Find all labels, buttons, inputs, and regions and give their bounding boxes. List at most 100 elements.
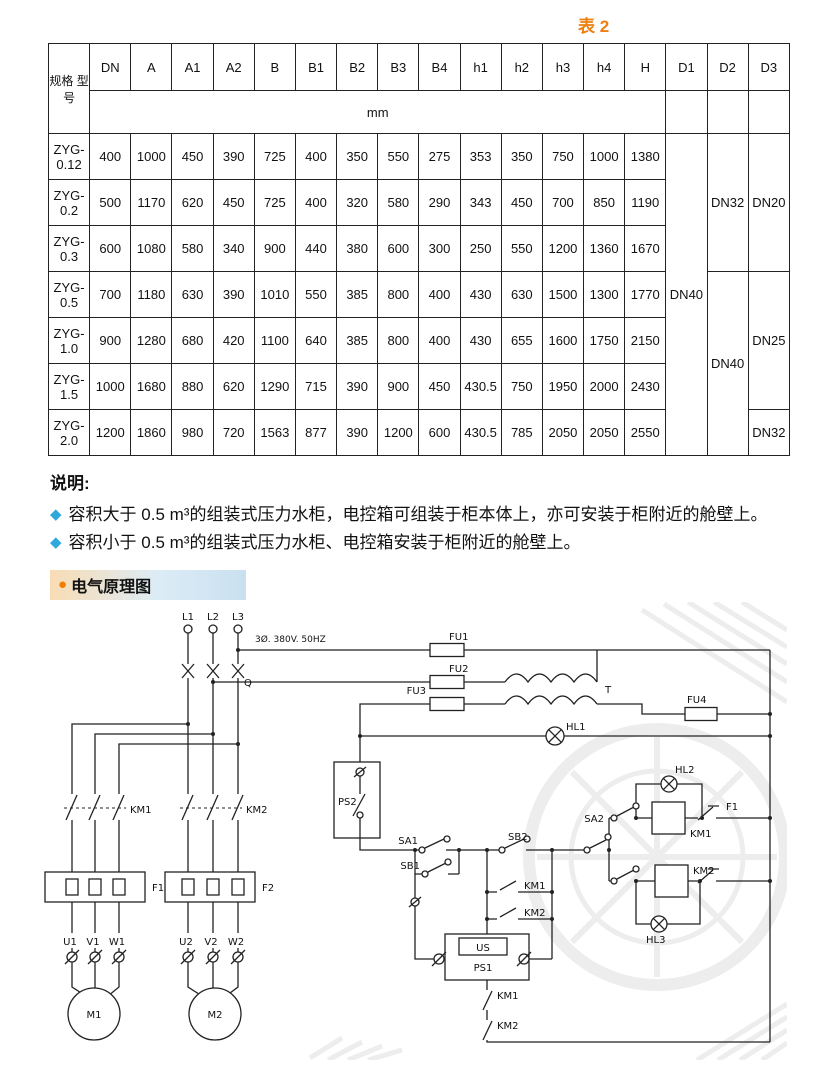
table-cell: 250 — [459, 225, 502, 272]
d3-merged-cell: DN25 — [747, 271, 791, 410]
diamond-bullet-icon: ◆ — [50, 505, 62, 523]
table-cell: 700 — [89, 271, 132, 318]
table-cell: 430 — [459, 271, 502, 318]
fuse-fu2-box — [429, 674, 465, 690]
table-cell: 980 — [171, 409, 214, 456]
label-l2: L2 — [207, 612, 219, 623]
table-cell: 550 — [377, 133, 420, 180]
table-cell: 640 — [294, 317, 338, 364]
fuse-fu3-box — [429, 696, 465, 712]
table-cell: 1000 — [130, 133, 173, 180]
label-f1: F1 — [152, 883, 164, 894]
us-box — [458, 937, 508, 956]
table-cell: 300 — [418, 225, 461, 272]
table-cell: 877 — [294, 409, 338, 456]
table-cell: 850 — [583, 179, 626, 226]
row-header-label: 规格 型号 — [47, 43, 91, 134]
table-cell: 1190 — [624, 179, 667, 226]
table-cell: 580 — [171, 225, 214, 272]
notes-section: 说明: ◆ 容积大于 0.5 m³的组装式压力水柜，电控箱可组装于柜本体上，亦可… — [50, 472, 792, 556]
watermark-logo — [308, 599, 791, 1063]
table-cell: 390 — [336, 409, 379, 456]
table-cell: 1680 — [130, 363, 173, 410]
table-cell: 400 — [294, 133, 338, 180]
label-supply: 3Ø. 380V. 50HZ — [255, 634, 326, 645]
label-hl3: HL3 — [646, 935, 665, 946]
table-cell: 385 — [336, 317, 379, 364]
table-cell: 290 — [418, 179, 461, 226]
table-cell: 550 — [500, 225, 543, 272]
table-cell: 680 — [171, 317, 214, 364]
fuse-fu4-box — [684, 706, 718, 722]
table-cell: 630 — [500, 271, 543, 318]
label-u2: U2 — [179, 937, 193, 948]
d1-merged-cell: DN40 — [665, 133, 708, 456]
table-cell: 2150 — [624, 317, 667, 364]
motor-m1 — [67, 987, 121, 1041]
column-header: DN — [89, 43, 132, 91]
km1-coil-box — [651, 801, 686, 835]
table-cell: 620 — [212, 363, 255, 410]
terminal-l3 — [233, 624, 243, 634]
model-cell: ZYG-0.2 — [47, 179, 91, 226]
label-km2-coil: KM2 — [693, 866, 715, 877]
circuit-nodes — [66, 624, 678, 1041]
junction-dots — [186, 647, 772, 921]
note-text: 容积小于 0.5 m³的组装式压力水柜、电控箱安装于柜附近的舱壁上。 — [68, 533, 581, 553]
table-cell: 750 — [500, 363, 543, 410]
table-cell: 655 — [500, 317, 543, 364]
table-cell: 2050 — [541, 409, 585, 456]
table-cell: 1200 — [541, 225, 585, 272]
table-cell: 1860 — [130, 409, 173, 456]
table-caption: 表 2 — [578, 17, 610, 36]
table-cell: 1000 — [583, 133, 626, 180]
table-cell: 400 — [89, 133, 132, 180]
label-v1: V1 — [86, 937, 99, 948]
label-sb2: SB2 — [508, 832, 528, 843]
column-header: A2 — [212, 43, 255, 91]
table-cell: 385 — [336, 271, 379, 318]
node-marks — [64, 729, 676, 967]
label-sb1: SB1 — [400, 861, 420, 872]
table-cell: 353 — [459, 133, 502, 180]
model-cell: ZYG-1.5 — [47, 363, 91, 410]
table-cell: 500 — [89, 179, 132, 226]
unit-empty-cell — [747, 90, 791, 134]
column-header: H — [624, 43, 667, 91]
table-cell: 630 — [171, 271, 214, 318]
label-sa1: SA1 — [398, 836, 418, 847]
unit-cell: mm — [89, 90, 667, 134]
column-header: D1 — [665, 43, 708, 91]
table-cell: 715 — [294, 363, 338, 410]
table-cell: 900 — [89, 317, 132, 364]
label-m2: M2 — [208, 1010, 223, 1021]
table-cell: 1080 — [130, 225, 173, 272]
label-km2-bottom: KM2 — [497, 1021, 519, 1032]
motor-m2 — [188, 987, 242, 1041]
label-km2-hold: KM2 — [524, 908, 546, 919]
table-cell: 550 — [294, 271, 338, 318]
table-cell: 2430 — [624, 363, 667, 410]
label-hl2: HL2 — [675, 765, 694, 776]
table-cell: 580 — [377, 179, 420, 226]
table-cell: 1170 — [130, 179, 173, 226]
table-cell: 1500 — [541, 271, 585, 318]
table-cell: 420 — [212, 317, 255, 364]
table-cell: 1180 — [130, 271, 173, 318]
table-cell: 440 — [294, 225, 338, 272]
table-cell: 320 — [336, 179, 379, 226]
label-km1-bottom: KM1 — [497, 991, 519, 1002]
table-cell: 1600 — [541, 317, 585, 364]
table-cell: 785 — [500, 409, 543, 456]
label-t: T — [604, 685, 612, 696]
label-km1-main: KM1 — [130, 805, 152, 816]
column-header: B2 — [336, 43, 379, 91]
label-w2: W2 — [228, 937, 244, 948]
table-cell: 725 — [253, 179, 296, 226]
column-header: D3 — [747, 43, 791, 91]
label-km2-main: KM2 — [246, 805, 268, 816]
table-cell: 343 — [459, 179, 502, 226]
table-cell: 400 — [294, 179, 338, 226]
table-cell: 430.5 — [459, 363, 502, 410]
